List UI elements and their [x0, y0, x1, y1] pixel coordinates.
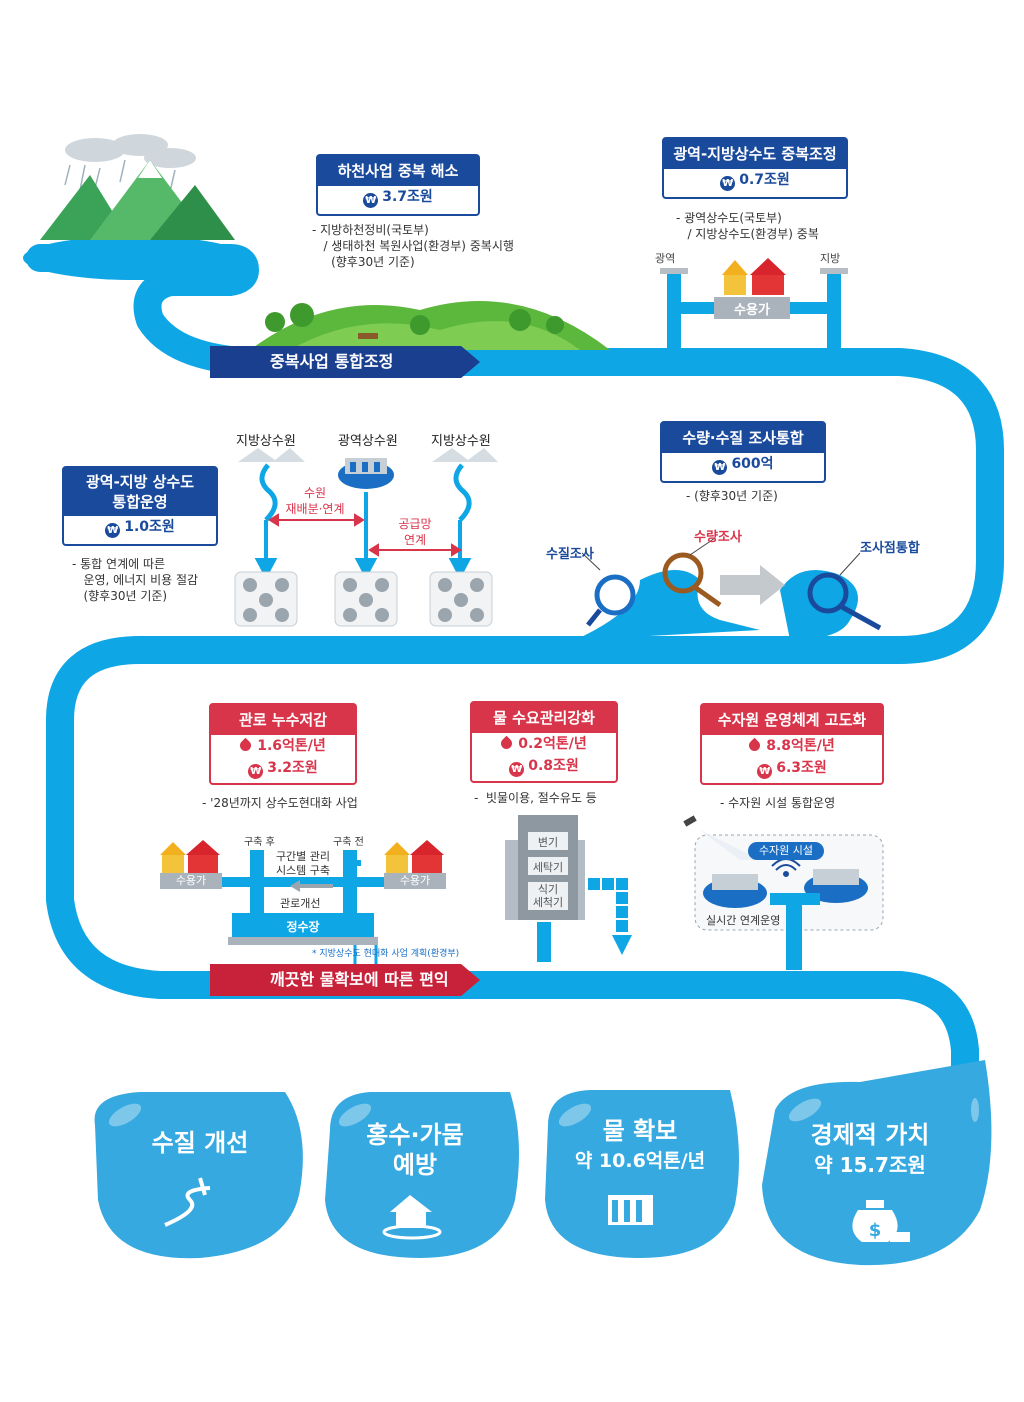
dam-icon: [338, 458, 394, 489]
water-sources-diagram: [234, 448, 498, 627]
benefit-economic-value: 경제적 가치 약 15.7조원: [810, 1121, 930, 1177]
label-quantity-survey: 수량조사: [694, 530, 742, 545]
label-realtime-operation: 실시간 연계운영: [706, 914, 781, 927]
won-icon: ₩: [509, 762, 525, 777]
card-leak-note: - '28년까지 상수도현대화 사업: [202, 796, 358, 810]
banner-duplicate-integration: 중복사업 통합조정: [210, 346, 480, 378]
won-icon: ₩: [248, 764, 264, 779]
card-river-note: - 지방하천정비(국토부) / 생태하천 복원사업(환경부) 중복시행 (향후3…: [312, 223, 514, 269]
resource-facility-diagram: [683, 815, 884, 970]
card-demand-note: - 빗물이용, 절수유도 등: [474, 791, 597, 805]
card-water: 0.2억톤/년: [518, 736, 587, 752]
label-regional-source: 광역상수원: [338, 434, 398, 449]
svg-text:$: $: [869, 1220, 882, 1241]
magnifier-icon: [586, 552, 882, 631]
banner-clean-water-benefits: 깨끗한 물확보에 따른 편익: [210, 964, 480, 996]
label-resource-facility: 수자원 시설: [748, 842, 824, 860]
card-water: 1.6억톤/년: [257, 738, 326, 754]
won-icon: ₩: [720, 176, 736, 191]
label-customer: 수용가: [734, 303, 770, 318]
card-title: 하천사업 중복 해소: [318, 156, 478, 186]
card-title: 수자원 운영체계 고도화: [702, 705, 882, 735]
card-title-line2: 통합운영: [112, 493, 168, 511]
river-icon: [164, 1177, 211, 1227]
label-integrated-point: 조사점통합: [860, 541, 920, 556]
label-local-source-2: 지방상수원: [431, 434, 491, 449]
flood-house-icon: [382, 1195, 442, 1240]
card-amount: 3.7조원: [382, 189, 433, 205]
label-customer-right: 수용가: [384, 873, 446, 889]
card-amount: 6.3조원: [776, 760, 827, 776]
card-ops-note: - 통합 연계에 따른 운영, 에너지 비용 절감 (향후30년 기준): [72, 557, 199, 603]
card-title-line1: 광역-지방 상수도: [85, 473, 195, 491]
supply-pipe-diagram: [660, 258, 848, 350]
label-treatment-plant: 정수장: [286, 920, 320, 934]
footnote-modernization: * 지방상수도 현대화 사업 계획(환경부): [312, 949, 460, 959]
card-title: 관로 누수저감: [211, 705, 355, 735]
card-survey-integration: 수량·수질 조사통합 ₩600억: [660, 421, 826, 483]
card-demand-management: 물 수요관리강화 0.2억톤/년 ₩0.8조원: [470, 701, 618, 783]
card-title: 광역-지방상수도 중복조정: [664, 139, 846, 169]
water-drop-icon: [746, 737, 763, 754]
benefit-water-security: 물 확보 약 10.6억톤/년: [574, 1117, 706, 1172]
card-amount: 1.0조원: [124, 519, 175, 535]
won-icon: ₩: [105, 523, 121, 538]
label-toilet: 변기: [537, 836, 559, 849]
won-icon: ₩: [363, 193, 379, 208]
card-amount: 600억: [731, 456, 774, 472]
card-integrated-operation: 광역-지방 상수도 통합운영 ₩1.0조원: [62, 466, 218, 546]
card-title: 물 수요관리강화: [472, 703, 616, 733]
label-local: 지방: [820, 252, 841, 265]
benefit-water-quality: 수질 개선: [151, 1129, 249, 1157]
card-leak-reduction: 관로 누수저감 1.6억톤/년 ₩3.2조원: [209, 703, 357, 785]
house-icon: [722, 258, 786, 295]
label-after-build: 구축 후: [244, 837, 275, 848]
card-resource-operation: 수자원 운영체계 고도화 8.8억톤/년 ₩6.3조원: [700, 703, 884, 785]
building-icon: [505, 815, 632, 962]
label-before-build: 구축 전: [333, 837, 364, 848]
leak-pipe-diagram: [160, 840, 444, 965]
water-path: [23, 236, 1004, 1079]
card-title: 수량·수질 조사통합: [662, 423, 824, 453]
card-survey-note: - (향후30년 기준): [686, 489, 778, 503]
won-icon: ₩: [712, 460, 728, 475]
house-icon: [160, 840, 444, 873]
card-river-duplication: 하천사업 중복 해소 ₩3.7조원: [316, 154, 480, 216]
label-customer-left: 수용가: [160, 873, 222, 889]
label-regional: 광역: [655, 252, 676, 265]
park-hills: [250, 301, 610, 350]
satellite-icon: [683, 815, 697, 827]
water-drop-icon: [498, 735, 515, 752]
survey-diagram: [575, 537, 882, 640]
label-washer: 세탁기: [532, 861, 564, 874]
card-supply-adjustment: 광역-지방상수도 중복조정 ₩0.7조원: [662, 137, 848, 199]
card-resource-note: - 수자원 시설 통합운영: [720, 796, 836, 810]
card-amount: 0.8조원: [528, 758, 579, 774]
card-water: 8.8억톤/년: [766, 738, 835, 754]
mountain-rain-icon: [40, 134, 235, 240]
card-amount: 3.2조원: [267, 760, 318, 776]
label-quality-survey: 수질조사: [546, 547, 594, 562]
dam-gate-icon: [608, 1195, 653, 1225]
label-local-source-1: 지방상수원: [236, 434, 296, 449]
card-amount: 0.7조원: [739, 172, 790, 188]
benefit-drops: $: [94, 1060, 992, 1266]
label-pipe-improvement: 관로개선: [280, 897, 321, 910]
card-supply-note: - 광역상수도(국토부) / 지방상수도(환경부) 중복: [676, 211, 819, 241]
money-bag-icon: $: [852, 1200, 910, 1242]
won-icon: ₩: [757, 764, 773, 779]
water-drop-icon: [237, 737, 254, 754]
